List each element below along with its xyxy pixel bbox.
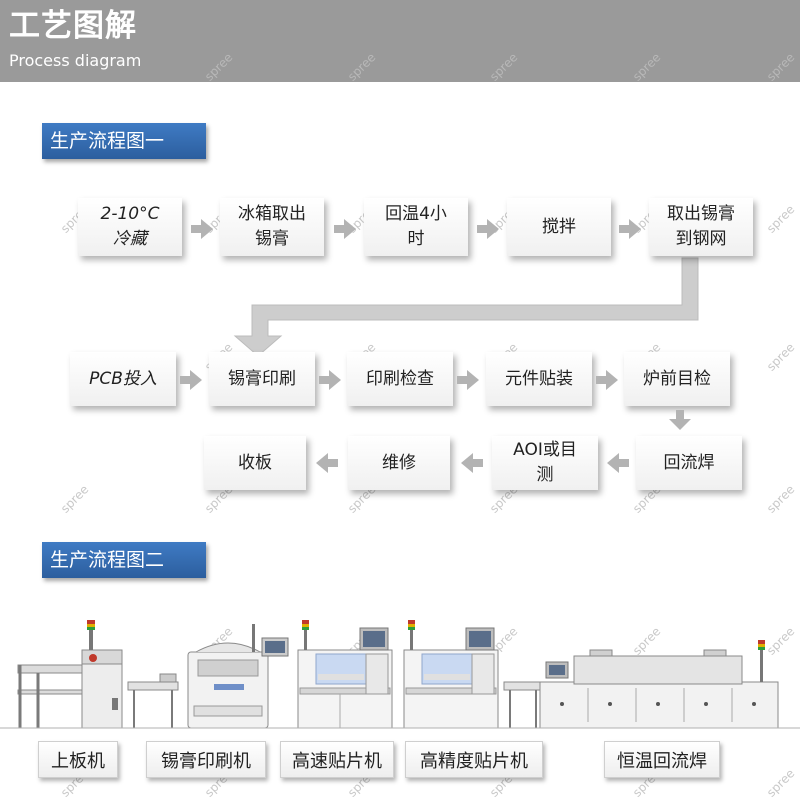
section-title-flow1: 生产流程图一: [42, 123, 206, 159]
step-label: 元件贴装: [505, 368, 573, 389]
step-label: 维修: [382, 452, 416, 473]
step-collect-board: 收板: [204, 436, 306, 490]
step-cold-storage: 2-10°C 冷藏: [78, 198, 182, 256]
page-subtitle: Process diagram: [9, 51, 142, 70]
step-print-inspection: 印刷检查: [347, 352, 453, 406]
arrow-right-icon: [596, 370, 618, 390]
conveyor-icon: [127, 673, 179, 728]
step-label: 锡膏印刷: [228, 368, 296, 389]
step-label: PCB投入: [89, 368, 157, 389]
step-label: 印刷检查: [366, 368, 434, 389]
machine-label-printer: 锡膏印刷机: [146, 741, 266, 778]
step-aoi: AOI或目 测: [492, 436, 598, 490]
arrow-right-icon: [477, 219, 499, 239]
arrow-right-icon: [180, 370, 202, 390]
conveyor-icon: [503, 681, 545, 728]
machine-label-loader: 上板机: [38, 741, 118, 778]
step-paste-printing: 锡膏印刷: [209, 352, 315, 406]
printer-machine-icon: [187, 624, 289, 729]
arrow-left-icon: [461, 453, 483, 473]
loader-machine-icon: [17, 620, 123, 729]
high-speed-mounter-icon: [297, 620, 393, 729]
arrow-right-icon: [191, 219, 213, 239]
arrow-right-icon: [334, 219, 356, 239]
step-reflow: 回流焊: [636, 436, 742, 490]
step-label: 冰箱取出 锡膏: [238, 204, 306, 249]
smt-line-illustration: [0, 620, 800, 729]
machine-label-reflow-oven: 恒温回流焊: [604, 741, 720, 778]
step-label: 搅拌: [542, 216, 576, 237]
page-title: 工艺图解: [9, 8, 137, 44]
step-to-stencil: 取出锡膏 到钢网: [649, 198, 753, 256]
high-precision-mounter-icon: [403, 620, 499, 729]
step-pcb-input: PCB投入: [70, 352, 176, 406]
step-label: 收板: [238, 452, 272, 473]
arrow-right-icon: [619, 219, 641, 239]
step-component-placement: 元件贴装: [486, 352, 592, 406]
step-take-out-paste: 冰箱取出 锡膏: [220, 198, 324, 256]
step-warm-up: 回温4小 时: [364, 198, 468, 256]
step-repair: 维修: [348, 436, 450, 490]
section-title-flow2: 生产流程图二: [42, 542, 206, 578]
arrow-right-icon: [457, 370, 479, 390]
header-banner: 工艺图解 Process diagram spree spree spree s…: [0, 0, 800, 84]
reflow-oven-icon: [539, 640, 779, 729]
step-label: 炉前目检: [643, 368, 711, 389]
step-label: 取出锡膏 到钢网: [667, 204, 735, 249]
step-label: 回流焊: [663, 452, 715, 473]
arrow-left-icon: [316, 453, 338, 473]
step-label: AOI或目 测: [513, 440, 577, 485]
step-stir: 搅拌: [507, 198, 611, 256]
arrow-down-icon: [669, 410, 691, 430]
arrow-right-icon: [319, 370, 341, 390]
arrow-left-icon: [607, 453, 629, 473]
step-label: 回温4小 时: [385, 204, 447, 249]
machine-label-high-precision-mounter: 高精度贴片机: [405, 741, 543, 778]
step-pre-oven-inspection: 炉前目检: [624, 352, 730, 406]
step-label: 2-10°C 冷藏: [100, 204, 160, 249]
machine-label-high-speed-mounter: 高速贴片机: [280, 741, 394, 778]
